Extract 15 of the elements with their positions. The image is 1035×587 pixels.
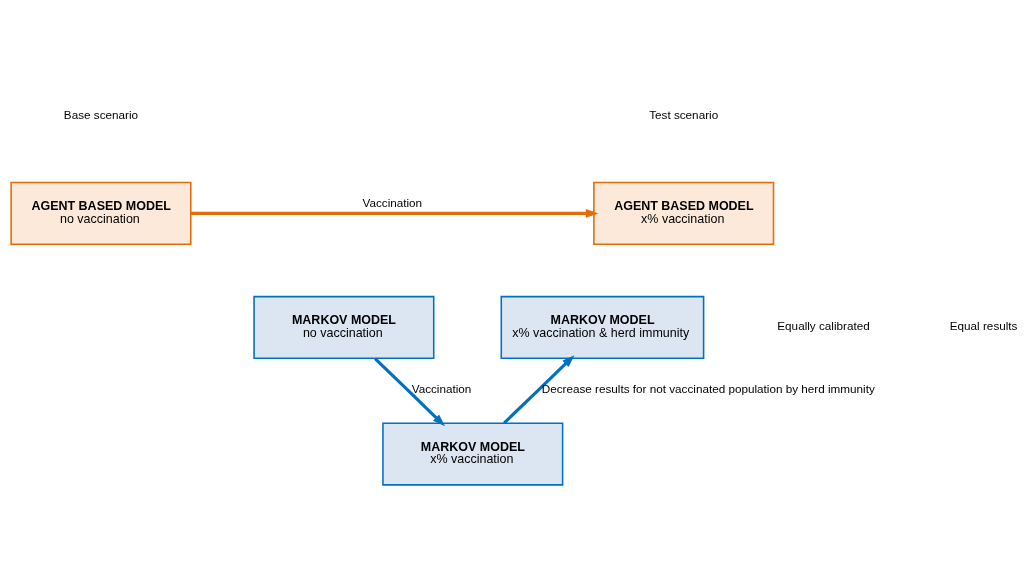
- edge-label: Vaccination: [362, 196, 423, 210]
- label: Equal results: [949, 319, 1018, 333]
- label: Equally calibrated: [777, 319, 870, 333]
- arrow: [503, 355, 575, 425]
- node-box: MARKOV MODEL no vaccination: [253, 295, 435, 360]
- node-box: MARKOV MODEL x% vaccination: [382, 422, 564, 486]
- arrow: [191, 209, 599, 218]
- label: Base scenario: [63, 107, 139, 121]
- label: Test scenario: [649, 107, 719, 121]
- arrow: [374, 357, 446, 427]
- node-box: AGENT BASED MODEL x% vaccination: [593, 181, 775, 246]
- edge-label: Decrease results for not vaccinated population by herd immunity: [541, 382, 875, 396]
- node-box: AGENT BASED MODEL no vaccination: [10, 181, 192, 246]
- edge-label: Vaccination: [411, 382, 472, 396]
- node-box: MARKOV MODEL x% vaccination & herd immunity: [500, 295, 705, 360]
